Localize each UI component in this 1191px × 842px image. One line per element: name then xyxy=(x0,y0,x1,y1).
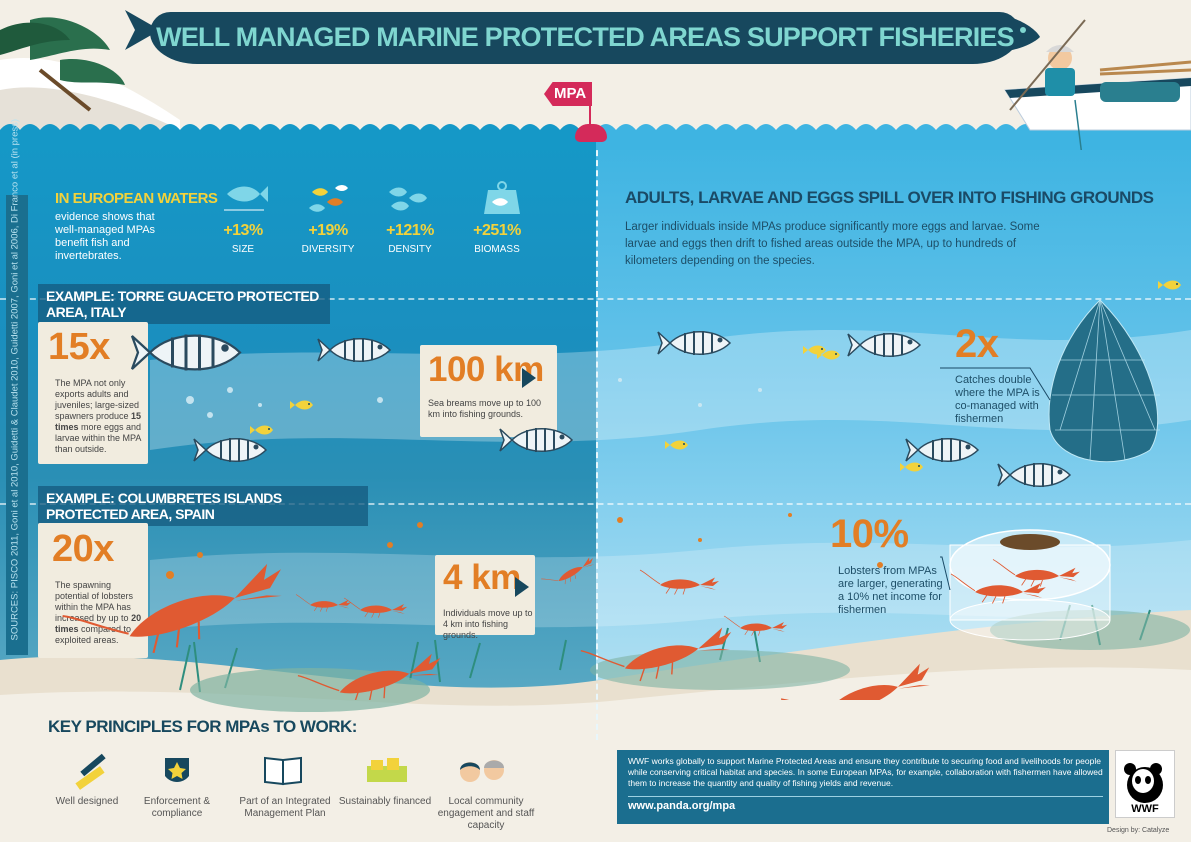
page-title: WELL MANAGED MARINE PROTECTED AREAS SUPP… xyxy=(156,22,1014,52)
ruler-pencil-icon xyxy=(75,753,106,790)
wwf-text: WWF works globally to support Marine Pro… xyxy=(628,756,1103,788)
example1-text: The MPA not only exports adults and juve… xyxy=(55,378,142,454)
example2-distance: 4 km xyxy=(443,558,521,597)
book-icon xyxy=(264,756,302,786)
principle-icons xyxy=(75,753,504,790)
stat-density-value: +121% xyxy=(386,222,434,239)
lobster-percent: 10% xyxy=(830,512,909,556)
fish-head-right-icon xyxy=(985,13,1040,52)
principle-community: Local community engagement and staff cap… xyxy=(437,796,535,831)
diversity-fish-icon xyxy=(309,185,348,212)
spillover-title: ADULTS, LARVAE AND EGGS SPILL OVER INTO … xyxy=(625,188,1154,207)
title-banner xyxy=(150,12,1020,64)
stat-icons xyxy=(224,181,520,214)
stat-biomass-value: +251% xyxy=(473,222,521,239)
flag-pole xyxy=(589,82,591,130)
divider-mid xyxy=(0,503,1191,505)
density-fish-icon xyxy=(389,187,427,211)
arrow-right-icon xyxy=(522,368,536,388)
principle-financed: Sustainably financed xyxy=(338,796,432,807)
principle-enforcement: Enforcement & compliance xyxy=(143,796,211,819)
people-icon xyxy=(460,760,504,782)
mpa-boundary-line xyxy=(596,140,598,740)
example1-big-number: 15x xyxy=(48,326,110,368)
arrow-right-icon xyxy=(515,577,529,597)
example2-big-number: 20x xyxy=(52,528,114,570)
principle-integrated-plan: Part of an Integrated Management Plan xyxy=(239,796,331,819)
example1-card xyxy=(38,322,148,464)
example2-distance-text: Individuals move up to 4 km into fishing… xyxy=(443,608,533,640)
divider-top xyxy=(0,298,1191,300)
mpa-flag: MPA xyxy=(544,82,592,106)
buoy-icon xyxy=(575,124,607,142)
wwf-divider xyxy=(628,796,1103,797)
example1-title: EXAMPLE: TORRE GUACETO PROTECTED AREA, I… xyxy=(38,284,330,324)
principle-well-designed: Well designed xyxy=(55,796,119,807)
example2-card xyxy=(38,523,148,658)
example2-title: EXAMPLE: COLUMBRETES ISLANDS PROTECTED A… xyxy=(38,486,368,526)
example1-distance-card xyxy=(420,345,557,437)
key-principles-title: KEY PRINCIPLES FOR MPAs TO WORK: xyxy=(48,717,357,736)
stat-diversity-label: DIVERSITY xyxy=(301,244,355,255)
sources-bar xyxy=(6,195,28,655)
example2-distance-card xyxy=(435,555,535,635)
stat-biomass-label: BIOMASS xyxy=(474,244,520,255)
lobster-text: Lobsters from MPAs are larger, generatin… xyxy=(838,565,943,616)
spillover-body: Larger individuals inside MPAs produce s… xyxy=(625,221,1040,267)
panda-icon xyxy=(1124,763,1163,803)
stat-size-value: +13% xyxy=(223,222,263,239)
european-body: evidence shows that well-managed MPAs be… xyxy=(55,211,156,262)
size-fish-icon xyxy=(224,186,268,211)
european-title: IN EUROPEAN WATERS xyxy=(55,190,218,207)
stat-density-label: DENSITY xyxy=(388,244,432,255)
money-icon xyxy=(367,758,407,782)
example2-text: The spawning potential of lobsters withi… xyxy=(55,580,142,645)
design-credit: Design by: Catalyze xyxy=(1107,827,1170,834)
sea-life xyxy=(61,280,1181,700)
biomass-scale-icon xyxy=(484,181,520,214)
wwf-logo-text: WWF xyxy=(1131,803,1159,815)
callout-lines xyxy=(940,367,1051,590)
catch-text: Catches double where the MPA is co-manag… xyxy=(955,374,1040,425)
example1-distance-text: Sea breams move up to 100 km into fishin… xyxy=(428,398,542,419)
catch-multiplier: 2x xyxy=(955,322,999,366)
stat-diversity-value: +19% xyxy=(308,222,348,239)
wwf-info-box xyxy=(617,750,1109,824)
wwf-link[interactable]: www.panda.org/mpa xyxy=(628,800,736,812)
police-badge-icon xyxy=(165,758,189,782)
fish-tail-left-icon xyxy=(125,10,160,50)
stat-size-label: SIZE xyxy=(231,244,255,255)
wwf-logo: WWF xyxy=(1115,750,1175,818)
